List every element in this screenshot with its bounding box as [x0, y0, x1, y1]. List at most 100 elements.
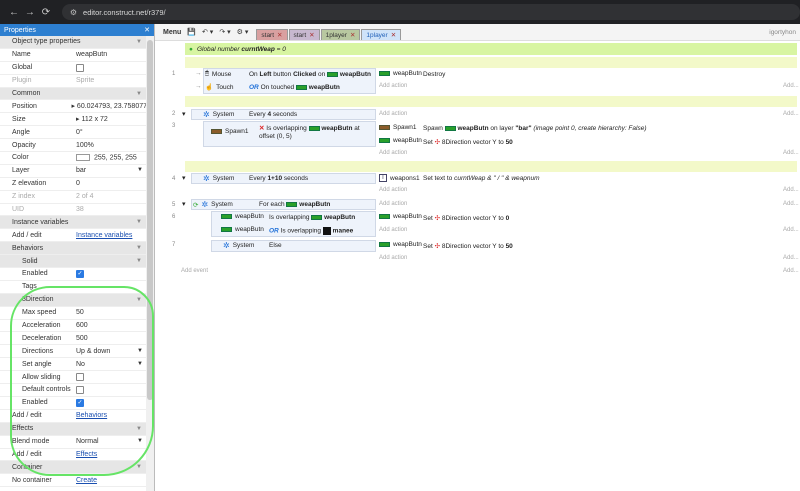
property-row[interactable]: Size▸ 112 x 72	[0, 113, 147, 127]
site-info-icon[interactable]: ⚙	[69, 7, 78, 17]
checkbox[interactable]: ✓	[76, 398, 84, 407]
event-1[interactable]: 1 → → 🖱Mouse On Left button Clicked on w…	[155, 68, 800, 96]
property-value[interactable]: Sprite	[76, 77, 95, 85]
close-tab-icon[interactable]: ✕	[349, 32, 356, 39]
property-section[interactable]: Common▼	[0, 87, 147, 101]
property-row[interactable]: Position▸ 60.024793, 23.758077	[0, 100, 147, 114]
forward-icon[interactable]: →	[24, 6, 35, 18]
collapse-arrow-icon[interactable]: ▼	[136, 258, 142, 265]
collapse-arrow-icon[interactable]: ▼	[136, 425, 142, 432]
redo-icon[interactable]: ↷ ▾	[219, 29, 231, 36]
property-row[interactable]: Tags	[0, 281, 147, 294]
property-value[interactable]: weapButn	[76, 51, 108, 59]
add-action-link[interactable]: Add action	[379, 150, 408, 156]
property-value[interactable]: 0°	[76, 128, 83, 136]
add-action-link[interactable]: Add action	[379, 111, 408, 117]
condition-block[interactable]	[211, 211, 376, 237]
dropdown-arrow-icon[interactable]: ▼	[137, 347, 143, 354]
add-action-link[interactable]: Add...	[783, 83, 799, 89]
property-section[interactable]: Object type properties▼	[0, 36, 147, 49]
tab-start[interactable]: start✕	[256, 29, 288, 40]
tab-start[interactable]: start✕	[288, 29, 320, 40]
condition-block[interactable]	[203, 121, 376, 147]
collapse-arrow-icon[interactable]: ▾	[182, 201, 186, 208]
collapse-arrow-icon[interactable]: ▼	[136, 219, 142, 226]
property-row[interactable]: Enabled✓	[0, 268, 147, 281]
property-value[interactable]: 50	[76, 309, 84, 317]
back-icon[interactable]: ←	[8, 6, 19, 18]
tab-1player[interactable]: 1player✕	[361, 29, 402, 40]
reload-icon[interactable]: ⟳	[41, 6, 51, 18]
property-value[interactable]: No	[76, 360, 85, 368]
property-value[interactable]: 0	[76, 180, 80, 188]
property-link[interactable]: Instance variables	[76, 231, 133, 239]
close-tab-icon[interactable]: ✕	[309, 32, 315, 39]
user-name[interactable]: igortyhon	[769, 28, 796, 36]
add-action-link[interactable]: Add...	[783, 255, 799, 261]
add-action-link[interactable]: Add action	[379, 255, 408, 261]
property-value[interactable]: ▸ 60.024793, 23.758077	[71, 103, 147, 111]
dropdown-arrow-icon[interactable]: ▼	[137, 438, 143, 445]
checkbox[interactable]	[76, 63, 84, 72]
close-tab-icon[interactable]: ✕	[277, 32, 283, 39]
add-action-link[interactable]: Add...	[783, 187, 799, 193]
property-value[interactable]: 2 of 4	[76, 193, 94, 201]
undo-icon[interactable]: ↶ ▾	[202, 29, 214, 36]
save-icon[interactable]: 💾	[187, 29, 196, 36]
property-value[interactable]: ▸ 112 x 72	[76, 116, 108, 124]
property-section[interactable]: Instance variables▼	[0, 216, 147, 230]
property-value[interactable]: Up & down	[76, 347, 111, 355]
action-text[interactable]: Set ✣ 8Direction vector Y to 50	[423, 242, 513, 250]
condition-block[interactable]	[191, 109, 376, 120]
collapse-arrow-icon[interactable]: ▾	[182, 111, 186, 118]
menu-button[interactable]: Menu	[163, 28, 182, 36]
condition-block[interactable]	[211, 240, 376, 252]
action-text[interactable]: Destroy	[423, 71, 446, 78]
condition-block[interactable]	[191, 199, 376, 210]
action-text[interactable]: Set ✣ 8Direction vector Y to 50	[423, 138, 513, 146]
address-bar[interactable]: ⚙ editor.construct.net/r379/	[61, 4, 800, 20]
properties-scrollbar[interactable]	[146, 36, 154, 491]
event-2[interactable]: 2 ▾ ✲System Every 4 seconds Add action A…	[155, 109, 800, 161]
action-text[interactable]: Set ✣ 8Direction vector Y to 0	[423, 214, 509, 222]
global-variable[interactable]: ● Global number curntWeap = 0	[185, 43, 797, 55]
settings-icon[interactable]: ⚙ ▾	[236, 29, 249, 36]
property-row[interactable]: Default controls	[0, 384, 147, 397]
add-event-link[interactable]: Add event	[181, 268, 209, 274]
property-row[interactable]: Allow sliding	[0, 371, 147, 385]
property-value[interactable]: Normal	[76, 438, 99, 446]
add-action-link[interactable]: Add...	[783, 111, 799, 117]
collapse-arrow-icon[interactable]: ▼	[136, 464, 142, 471]
property-section[interactable]: Container▼	[0, 461, 147, 475]
collapse-arrow-icon[interactable]: ▾	[182, 175, 186, 182]
add-event-link[interactable]: Add...	[783, 268, 799, 274]
collapse-arrow-icon[interactable]: ▼	[136, 38, 142, 45]
dropdown-arrow-icon[interactable]: ▼	[137, 167, 143, 174]
checkbox[interactable]: ✓	[76, 269, 84, 278]
property-section[interactable]: Behaviors▼	[0, 242, 147, 256]
add-action-link[interactable]: Add...	[783, 201, 799, 207]
add-action-link[interactable]: Add action	[379, 227, 408, 233]
property-section[interactable]: Solid▼	[0, 255, 147, 269]
close-icon[interactable]: ✕	[144, 27, 150, 34]
collapse-arrow-icon[interactable]: ▼	[136, 296, 142, 303]
add-action-link[interactable]: Add...	[783, 227, 799, 233]
condition-block[interactable]	[203, 68, 376, 94]
collapse-arrow-icon[interactable]: ▼	[136, 245, 142, 252]
property-value[interactable]: 100%	[76, 141, 94, 149]
property-link[interactable]: Effects	[76, 450, 98, 458]
property-section[interactable]: 8Direction▼	[0, 293, 147, 307]
action-text[interactable]: Spawn weapButn on layer "bar" (image poi…	[423, 125, 646, 132]
